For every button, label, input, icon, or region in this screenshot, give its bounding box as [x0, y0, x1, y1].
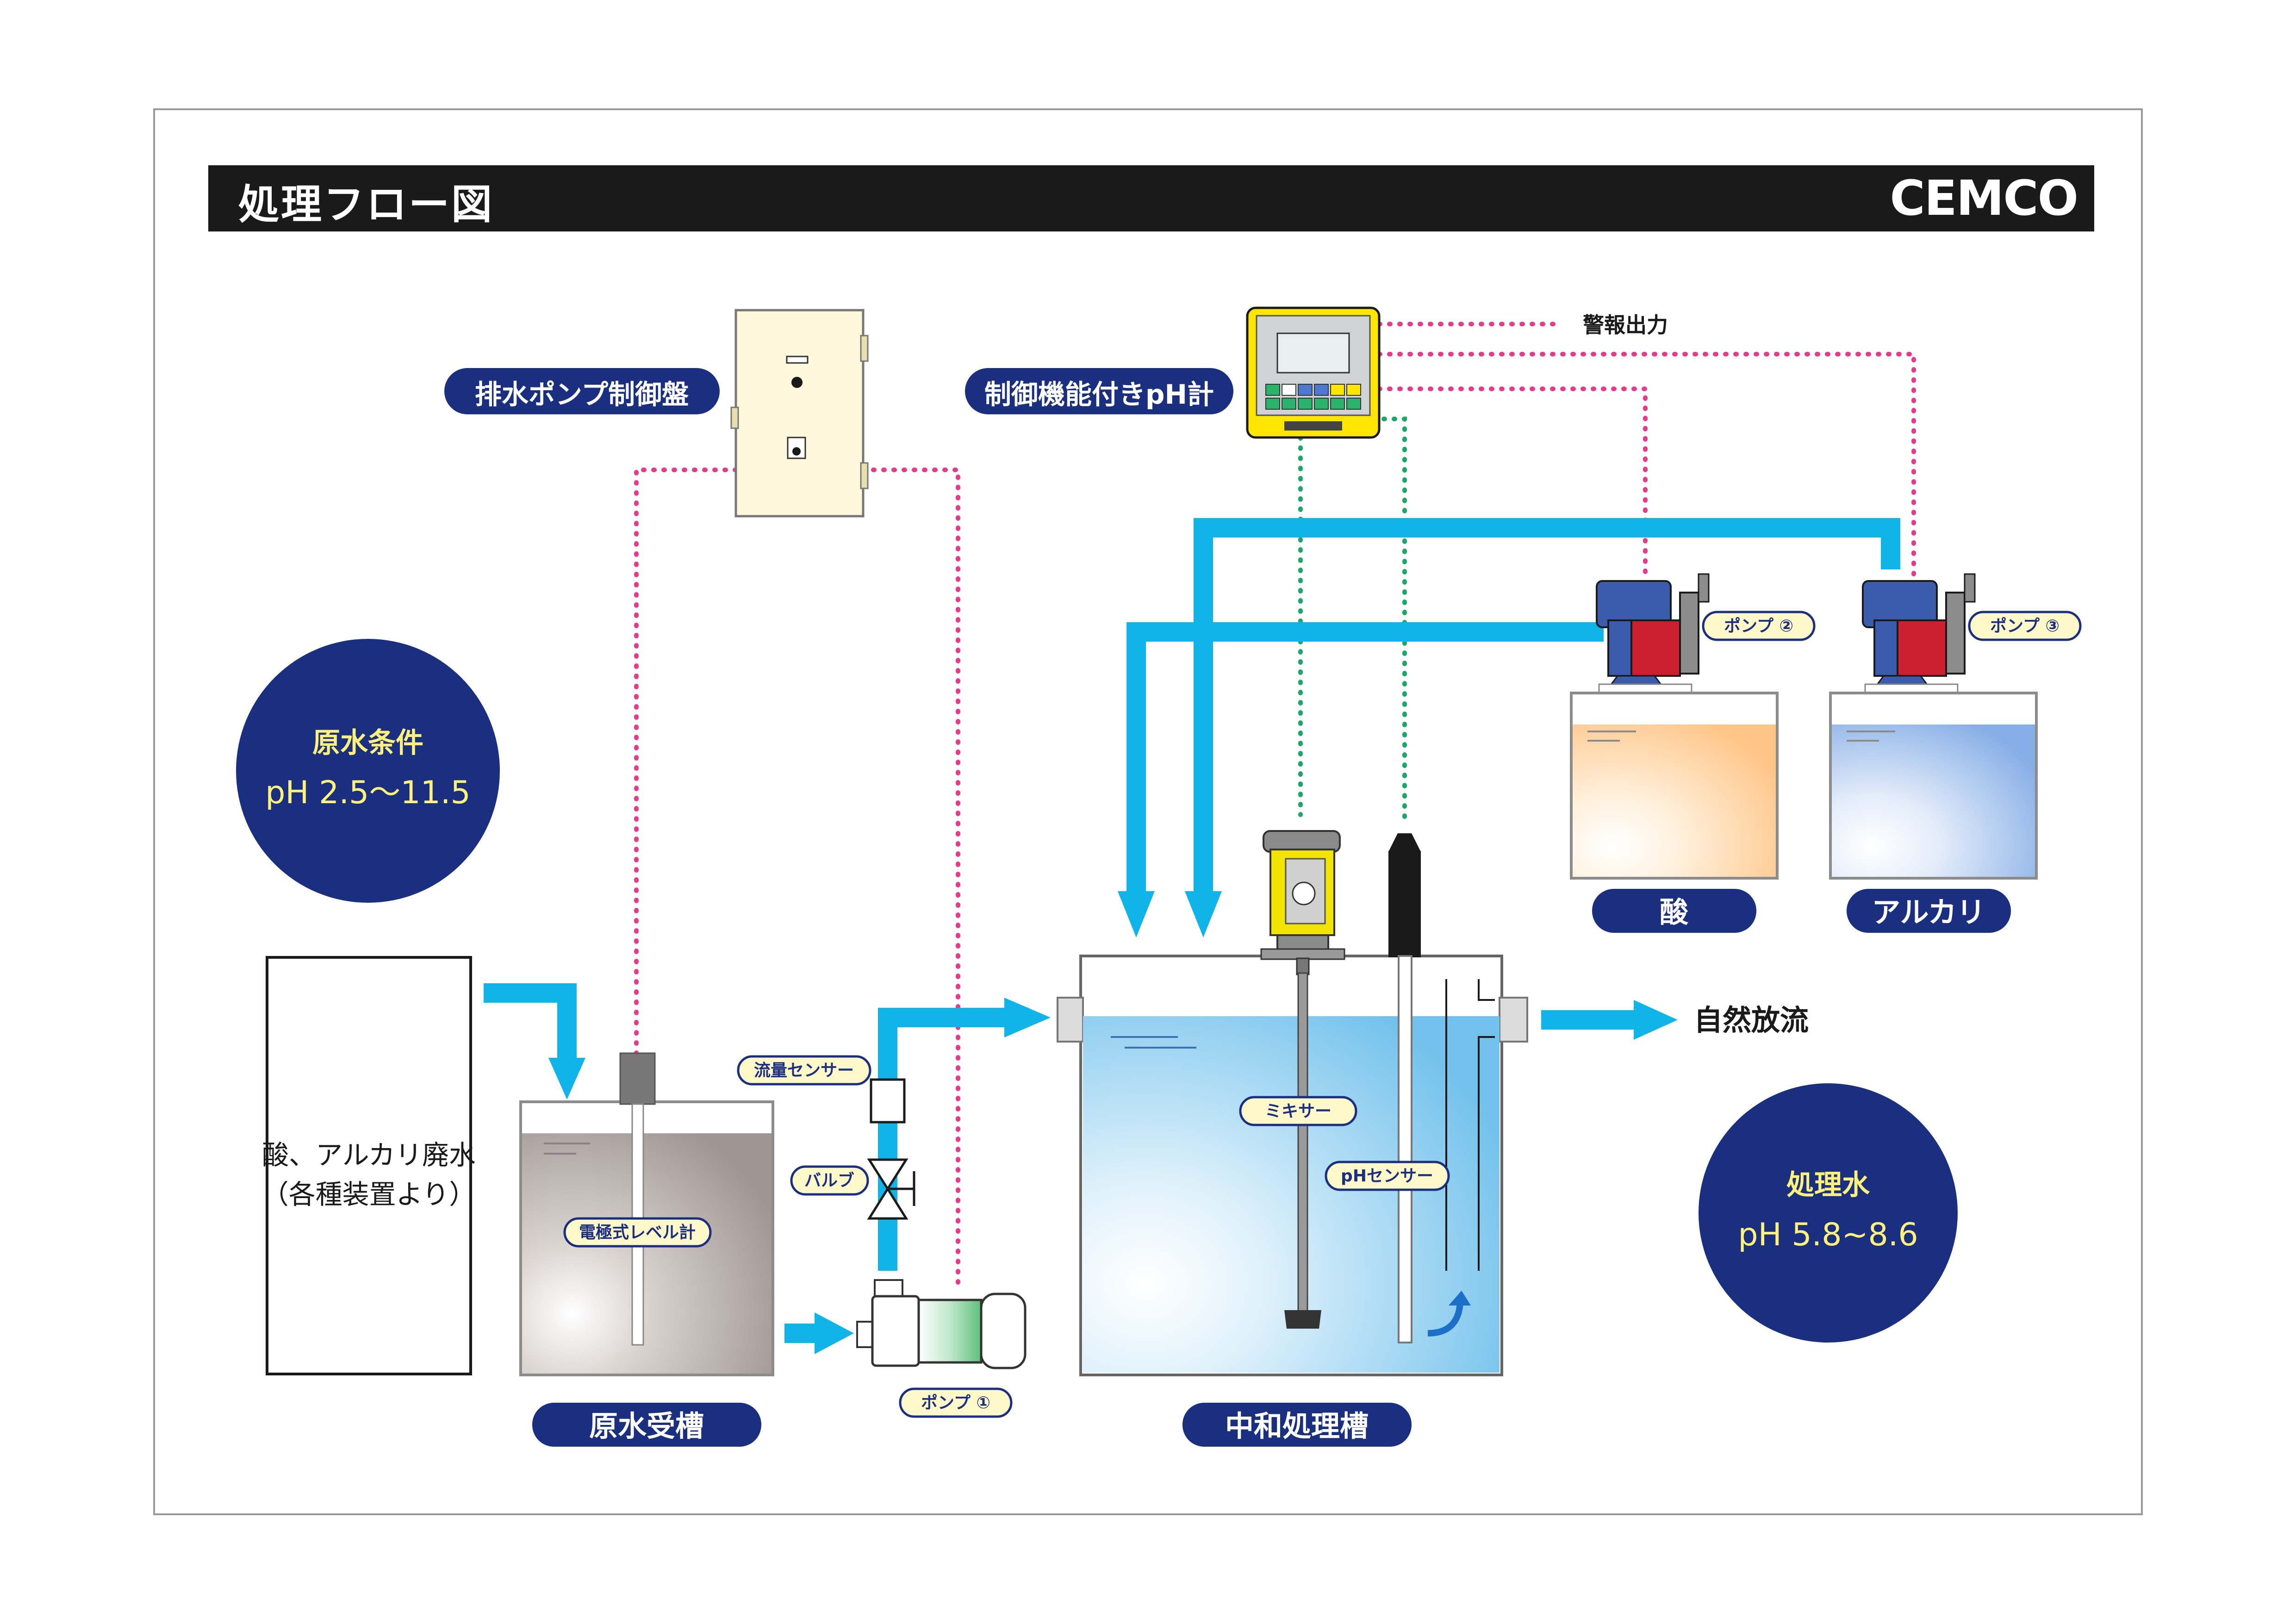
alkali-tank: [1829, 692, 2038, 880]
natural-discharge-label: 自然放流: [1694, 1003, 1809, 1037]
mixer-motor-icon: [1260, 830, 1345, 1329]
signal-lines: [634, 322, 1916, 1287]
valve-label: バルブ: [804, 1171, 854, 1190]
raw-water-value: pH 2.5～11.5: [265, 775, 470, 811]
source-line2: （各種装置より）: [262, 1179, 476, 1210]
neutral-tank-label: 中和処理槽: [1225, 1409, 1369, 1443]
source-line1: 酸、アルカリ廃水: [262, 1139, 476, 1171]
wastewater-source-box: [266, 956, 472, 1375]
flow-sensor-label: 流量センサー: [754, 1061, 854, 1080]
alkali-label: アルカリ: [1872, 895, 1985, 929]
treated-title: 処理水: [1786, 1169, 1870, 1201]
level-meter-head: [619, 1052, 656, 1105]
flow-arrows: [548, 891, 1678, 1354]
page-title: 処理フロー図: [238, 181, 494, 228]
pill-backgrounds: [444, 368, 2011, 1447]
pump3-label: ポンプ ③: [1990, 616, 2060, 636]
treated-water-badge: [1699, 1083, 1958, 1343]
page-frame: [153, 108, 2143, 1515]
ph-meter-label: 制御機能付きpH計: [984, 379, 1214, 410]
mixer-label: ミキサー: [1265, 1102, 1332, 1121]
pump2-label: ポンプ ②: [1724, 616, 1793, 636]
drain-pump-panel-label: 排水ポンプ制御盤: [475, 379, 689, 410]
treated-value: pH 5.8~8.6: [1738, 1217, 1918, 1253]
acid-label: 酸: [1660, 895, 1689, 929]
flow-sensor-icon: [870, 1078, 906, 1124]
acid-tank: [1570, 692, 1779, 880]
ph-sensor-label: pHセンサー: [1341, 1167, 1433, 1186]
cemco-logo: CEMCO: [1890, 170, 2078, 226]
tag-backgrounds: [563, 611, 2082, 1418]
valve-icon: [867, 1158, 915, 1220]
metering-pump-icon: [1596, 573, 1710, 693]
centrifugal-pump-icon: [856, 1279, 1027, 1369]
ph-sensor-icon: [1388, 833, 1421, 1343]
metering-pump-icon: [1862, 573, 1976, 693]
drain-pump-control-panel-icon: [730, 309, 869, 518]
raw-water-title: 原水条件: [312, 727, 423, 759]
neutralization-tank: [1057, 955, 1528, 1376]
alarm-output-label: 警報出力: [1583, 312, 1668, 337]
header-bar: 処理フロー図 CEMCO: [208, 165, 2094, 231]
raw-water-tank: [519, 1052, 774, 1376]
pump1-label: ポンプ ①: [921, 1393, 990, 1412]
level-meter-label: 電極式レベル計: [579, 1223, 696, 1242]
text-labels: 排水ポンプ制御盤 制御機能付きpH計 酸 アルカリ 原水受槽 中和処理槽 原水条…: [262, 379, 2060, 1443]
raw-tank-label: 原水受槽: [589, 1409, 704, 1443]
ph-controller-icon: [1246, 306, 1381, 439]
raw-water-condition-badge: [236, 639, 500, 903]
